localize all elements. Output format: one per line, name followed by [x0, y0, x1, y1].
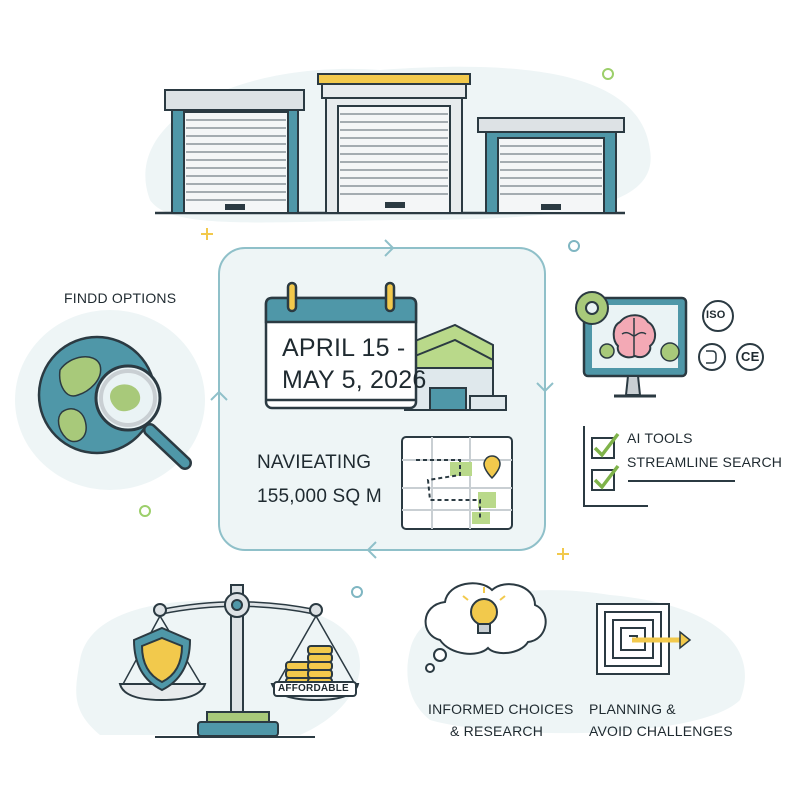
scale-label: AFFORDABLE: [278, 683, 349, 694]
storage-units-icon: [155, 73, 625, 215]
navigating-line2: 155,000 SQ M: [257, 486, 382, 507]
building-icon: [404, 323, 507, 411]
balance-scale-icon: [118, 584, 360, 738]
navigating-line1: NAVIEATING: [257, 452, 372, 473]
calendar-date-line1: APRIL 15 -: [282, 334, 406, 362]
planning-line2: AVOID CHALLENGES: [589, 723, 733, 739]
decorative-sparkles: [139, 68, 614, 598]
idea-bubble-icon: [424, 582, 547, 673]
cert-badges: [698, 300, 764, 371]
informed-line2: & RESEARCH: [450, 723, 544, 739]
checklist-icon: [583, 426, 735, 507]
ce-badge: CE: [741, 349, 760, 364]
ai-tools-line2: STREAMLINE SEARCH: [627, 454, 783, 470]
map-icon: [401, 436, 513, 530]
ai-tools-line1: AI TOOLS: [627, 430, 693, 446]
arrow-down-icon: [536, 382, 554, 393]
planning-line1: PLANNING &: [589, 701, 676, 717]
gear-small-icon-2: [660, 342, 680, 362]
map-pin-icon: [483, 455, 501, 480]
arrow-left-icon: [366, 541, 377, 559]
iso-badge: ISO: [706, 309, 726, 321]
maze-icon: [596, 603, 692, 675]
arrow-right-icon: [384, 239, 395, 257]
gear-small-icon: [599, 343, 615, 359]
globe-search-icon: [37, 335, 192, 470]
calendar-icon: [264, 281, 418, 410]
arrow-up-icon: [210, 390, 228, 401]
informed-line1: INFORMED CHOICES: [428, 701, 574, 717]
ai-computer-icon: [575, 291, 688, 398]
left-label: FINDD OPTIONS: [64, 290, 177, 306]
calendar-date-line2: MAY 5, 2026: [282, 366, 427, 394]
